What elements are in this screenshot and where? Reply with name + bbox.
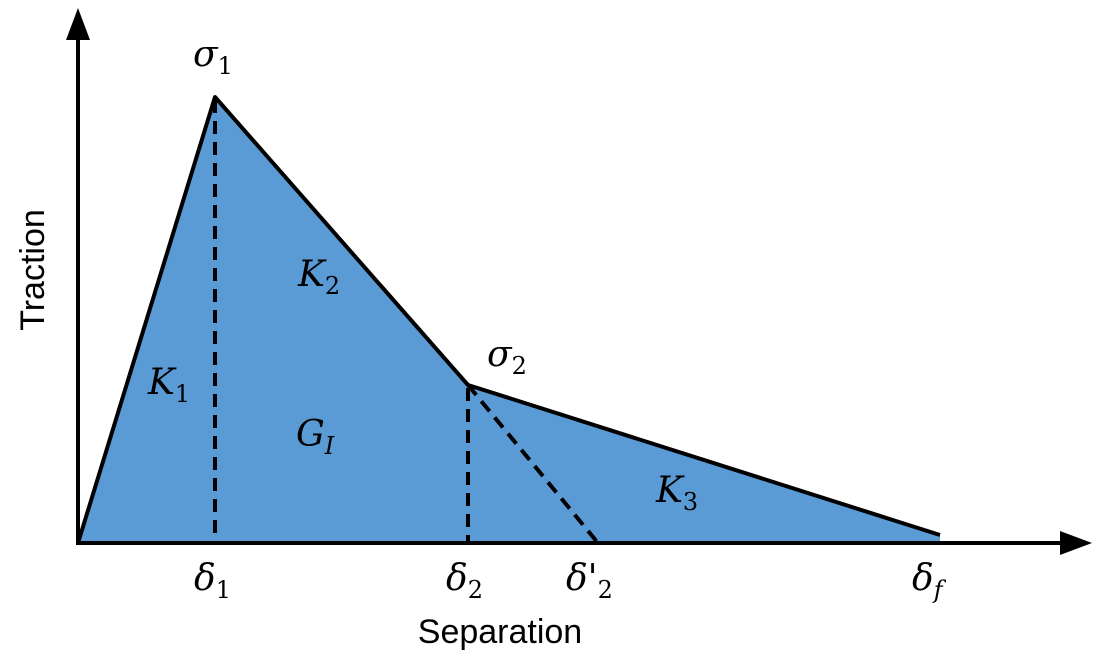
label-K1: K1 (147, 362, 190, 408)
dashed-unload-line (466, 383, 600, 545)
label-K2: K2 (297, 254, 340, 300)
tick-deltaf: δf (912, 558, 947, 604)
x-axis-title: Separation (418, 613, 582, 651)
tick-delta1: δ1 (194, 558, 231, 604)
tick-delta2-prime: δ'2 (566, 558, 613, 604)
y-axis-arrow-icon (66, 8, 90, 40)
tick-delta2: δ2 (446, 558, 483, 604)
label-sigma2: σ2 (487, 334, 527, 380)
label-K3: K3 (655, 470, 698, 516)
x-axis-arrow-icon (1060, 531, 1092, 555)
y-axis-title: Traction (14, 209, 52, 331)
label-sigma1: σ1 (193, 34, 233, 80)
traction-curve (76, 95, 941, 544)
energy-area (78, 97, 940, 543)
label-GI: GI (296, 414, 335, 460)
